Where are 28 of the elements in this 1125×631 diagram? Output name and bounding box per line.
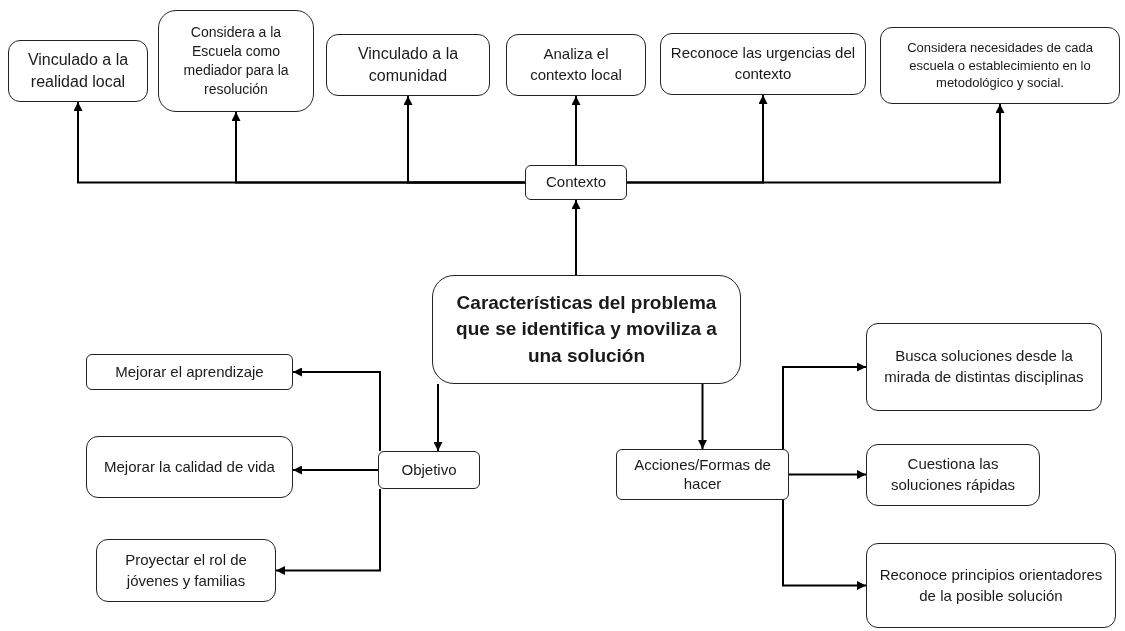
arrow — [403, 95, 526, 184]
category-box: Contexto — [525, 165, 627, 200]
arrow — [698, 383, 707, 450]
arrow — [571, 199, 581, 276]
concept-box: Reconoce principios orientadores de la posible solución — [866, 543, 1116, 628]
arrow — [788, 470, 867, 479]
arrow — [292, 367, 381, 452]
concept-box: Considera a la Escuela como mediador para la resolución — [158, 10, 314, 112]
arrow — [626, 103, 1005, 184]
concept-box: Reconoce las urgencias del contexto — [660, 33, 866, 95]
arrow — [782, 362, 867, 450]
concept-box: Considera necesidades de cada escuela o establecimiento en lo metodológico y social. — [880, 27, 1120, 104]
concept-box: Busca soluciones desde la mirada de distintas disciplinas — [866, 323, 1102, 411]
concept-box: Proyectar el rol de jóvenes y familias — [96, 539, 276, 602]
arrow — [571, 95, 581, 166]
concept-box: Vinculado a la comunidad — [326, 34, 490, 96]
central-topic-box: Características del problema que se identifica y moviliza a una solución — [432, 275, 741, 384]
arrow — [782, 499, 867, 590]
concept-box: Analiza el contexto local — [506, 34, 646, 96]
concept-box: Mejorar la calidad de vida — [86, 436, 293, 498]
arrow — [275, 488, 381, 575]
arrow — [292, 465, 379, 475]
category-box: Acciones/Formas de hacer — [616, 449, 789, 500]
concept-box: Mejorar el aprendizaje — [86, 354, 293, 390]
concept-box: Vinculado a la realidad local — [8, 40, 148, 102]
concept-box: Cuestiona las soluciones rápidas — [866, 444, 1040, 506]
category-box: Objetivo — [378, 451, 480, 489]
arrow — [433, 383, 443, 452]
